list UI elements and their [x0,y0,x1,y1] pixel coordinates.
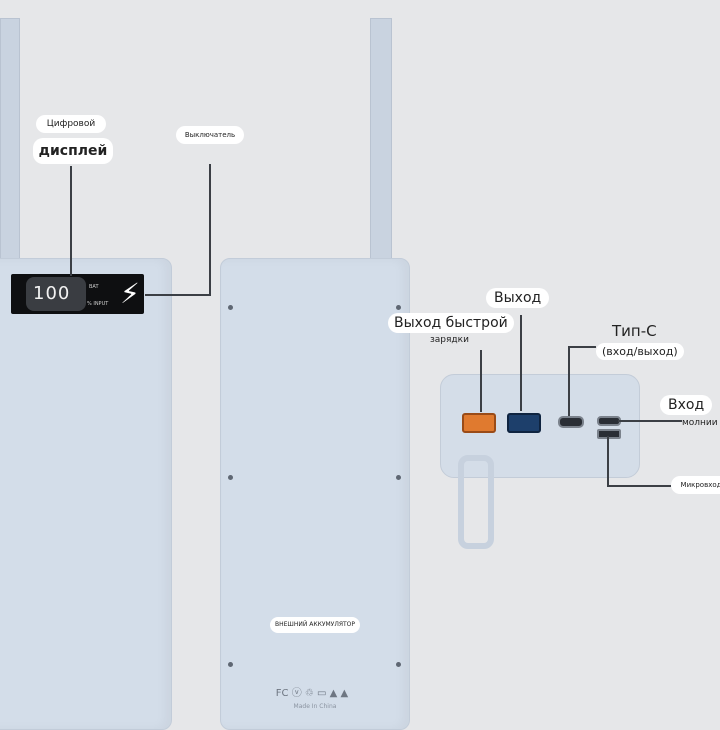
back-sticker-label: ВНЕШНИЙ АККУМУЛЯТОР [270,617,360,633]
lightning-callout-line [618,420,682,422]
micro-usb-port [597,429,621,439]
type-c-label-line2: (вход/выход) [596,343,684,360]
type-c-port [558,416,584,428]
right-strap [370,18,392,265]
fast-charge-port [462,413,496,433]
left-strap [0,18,20,265]
digital-display: 100 BAT % INPUT ⚡ [11,274,144,314]
strap-hook [458,455,494,549]
output-label: Выход [486,288,550,308]
screw [396,475,401,480]
digital-display-label-line2: дисплей [33,138,113,164]
switch-callout-horizontal [145,294,211,296]
screw [228,305,233,310]
made-in-text: Made In China [293,703,337,710]
fast-output-label-line1: Выход быстрой [388,313,514,333]
micro-input-label: Микровход [671,476,720,494]
lightning-bolt-icon: ⚡ [120,277,140,310]
screw [228,475,233,480]
micro-callout-vertical [607,436,609,486]
display-input-text: % INPUT [87,301,109,307]
display-bat-text: BAT [89,284,99,290]
lightning-input-label-line1: Вход [660,395,713,415]
certification-icons: FC ⓥ ♲ ▭ ▲ ▲ [275,688,349,699]
switch-callout-vertical [209,164,211,296]
type-c-callout-vertical [568,346,570,416]
digital-display-label-line1: Цифровой [36,115,106,133]
display-glass [26,277,86,311]
power-bank-back [220,258,410,730]
display-callout-line [70,166,72,276]
display-value: 100 [33,283,71,304]
screw [396,305,401,310]
usb-output-port [507,413,541,433]
type-c-callout-horizontal [568,346,596,348]
output-callout-line [520,315,522,411]
screw [228,662,233,667]
lightning-input-label-line2: молнии [682,418,718,428]
switch-label: Выключатель [176,126,244,144]
type-c-label-line1: Тип-С [612,322,657,340]
fast-output-callout-line [480,350,482,412]
micro-callout-horizontal [607,485,671,487]
fast-output-label-line2: зарядки [430,335,469,345]
screw [396,662,401,667]
power-bank-front [0,258,172,730]
